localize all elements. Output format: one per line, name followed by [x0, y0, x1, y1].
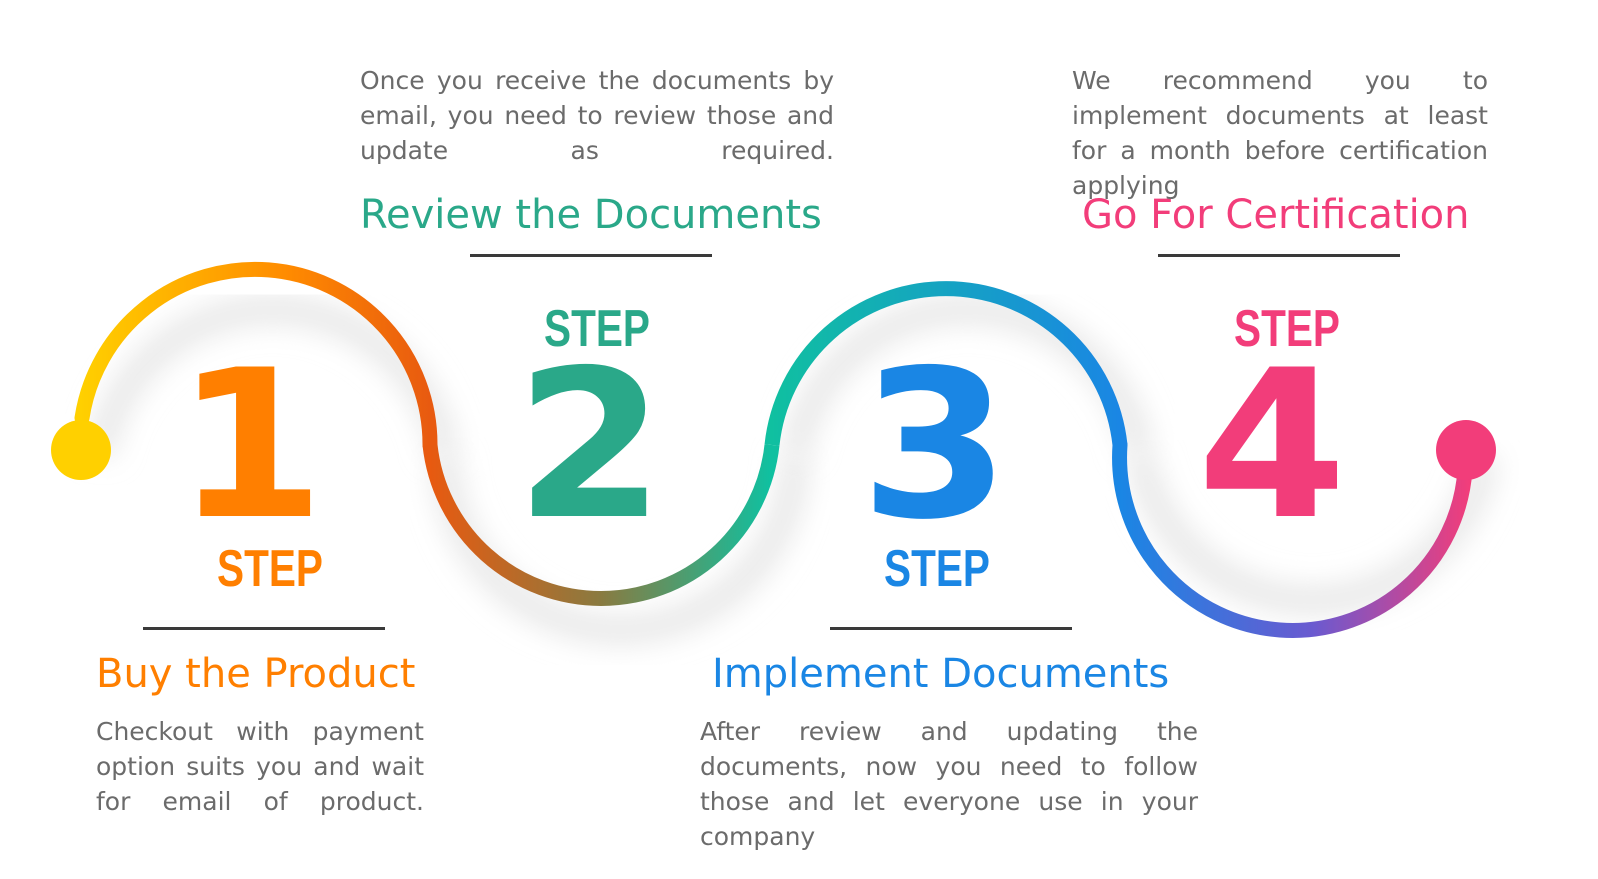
- step-4-divider: [1158, 254, 1400, 257]
- step-4-title: Go For Certification: [1082, 192, 1470, 238]
- step-1-title: Buy the Product: [96, 651, 416, 697]
- step-3-title: Implement Documents: [712, 651, 1170, 697]
- step-3-description: After review and updating the documents,…: [700, 717, 1198, 851]
- step-2-description: Once you receive the documents by email,…: [360, 66, 834, 165]
- step-1-label: STEP: [217, 540, 323, 598]
- step-1-divider: [143, 627, 385, 630]
- arc-segment-3: [764, 281, 1128, 446]
- step-2-number: 2: [515, 327, 665, 565]
- arc-segment-4: [1112, 437, 1473, 638]
- step-2-title: Review the Documents: [360, 192, 822, 238]
- start-dot: [51, 420, 111, 480]
- arc-segment-1: [74, 261, 438, 453]
- step-3-divider: [830, 627, 1072, 630]
- step-3-label: STEP: [884, 540, 990, 598]
- step-4-number: 4: [1197, 327, 1347, 565]
- step-3-number: 3: [860, 327, 1010, 565]
- step-4-label: STEP: [1234, 300, 1340, 358]
- arc-segment-2: [422, 444, 780, 606]
- step-1-number: 1: [175, 327, 325, 565]
- step-2-divider: [470, 254, 712, 257]
- step-2-label: STEP: [544, 300, 650, 358]
- step-4-description: We recommend you to implement documents …: [1072, 66, 1488, 200]
- end-dot: [1436, 420, 1496, 480]
- step-1-description: Checkout with payment option suits you a…: [96, 717, 424, 816]
